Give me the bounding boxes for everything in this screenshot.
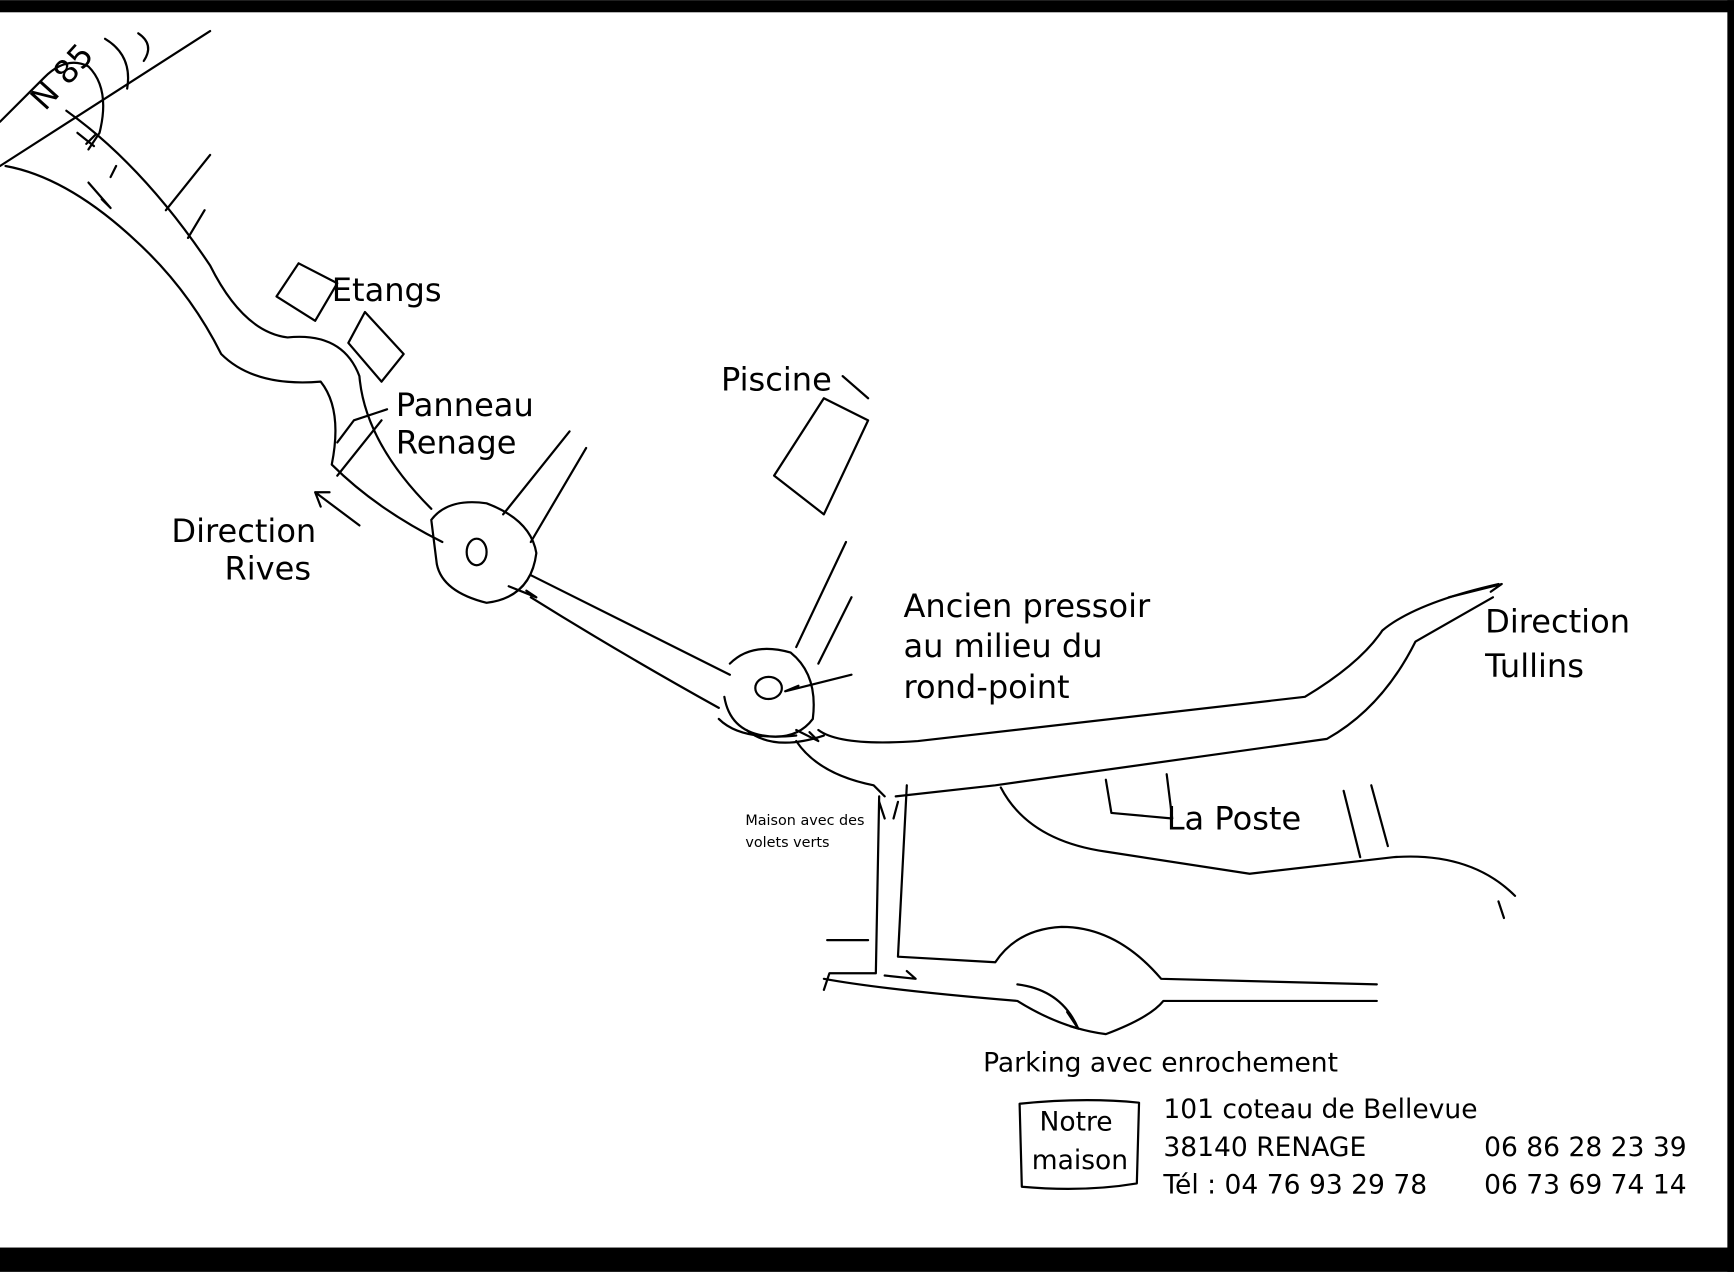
label-la-poste: La Poste bbox=[1167, 800, 1302, 838]
address-block: 101 coteau de Bellevue 38140 RENAGE Tél … bbox=[1162, 1094, 1686, 1200]
label-etangs: Etangs bbox=[332, 271, 442, 309]
arrows bbox=[76, 131, 1503, 1030]
bottom-border bbox=[0, 1247, 1734, 1272]
label-parking: Parking avec enrochement bbox=[983, 1048, 1338, 1079]
address-mobile-2: 06 73 69 74 14 bbox=[1484, 1169, 1687, 1200]
label-pressoir-1: Ancien pressoir bbox=[903, 587, 1151, 625]
label-direction-rives: Direction bbox=[171, 512, 316, 550]
address-mobile-1: 06 86 28 23 39 bbox=[1484, 1132, 1687, 1163]
label-pressoir-2: au milieu du bbox=[903, 627, 1102, 665]
address-street: 101 coteau de Bellevue bbox=[1163, 1094, 1477, 1125]
label-pressoir-3: rond-point bbox=[903, 668, 1069, 706]
label-direction-tullins: Direction bbox=[1485, 603, 1630, 641]
label-rives: Rives bbox=[224, 550, 311, 588]
label-maison-volets-1: Maison avec des bbox=[745, 813, 864, 829]
address-phone: Tél : 04 76 93 29 78 bbox=[1162, 1169, 1427, 1200]
label-piscine: Piscine bbox=[721, 360, 832, 398]
top-border bbox=[0, 0, 1734, 13]
roads bbox=[0, 29, 1517, 1036]
address-city: 38140 RENAGE bbox=[1163, 1132, 1366, 1163]
label-renage: Renage bbox=[396, 424, 517, 462]
n85-road-label: N 85 bbox=[23, 36, 101, 117]
house-box-line2: maison bbox=[1032, 1145, 1128, 1176]
house-box-line1: Notre bbox=[1040, 1106, 1113, 1137]
house-box: Notre maison bbox=[1018, 1099, 1141, 1190]
label-tullins: Tullins bbox=[1484, 647, 1584, 685]
label-maison-volets-2: volets verts bbox=[745, 835, 829, 851]
label-panneau: Panneau bbox=[396, 386, 534, 424]
right-border bbox=[1727, 0, 1734, 1272]
